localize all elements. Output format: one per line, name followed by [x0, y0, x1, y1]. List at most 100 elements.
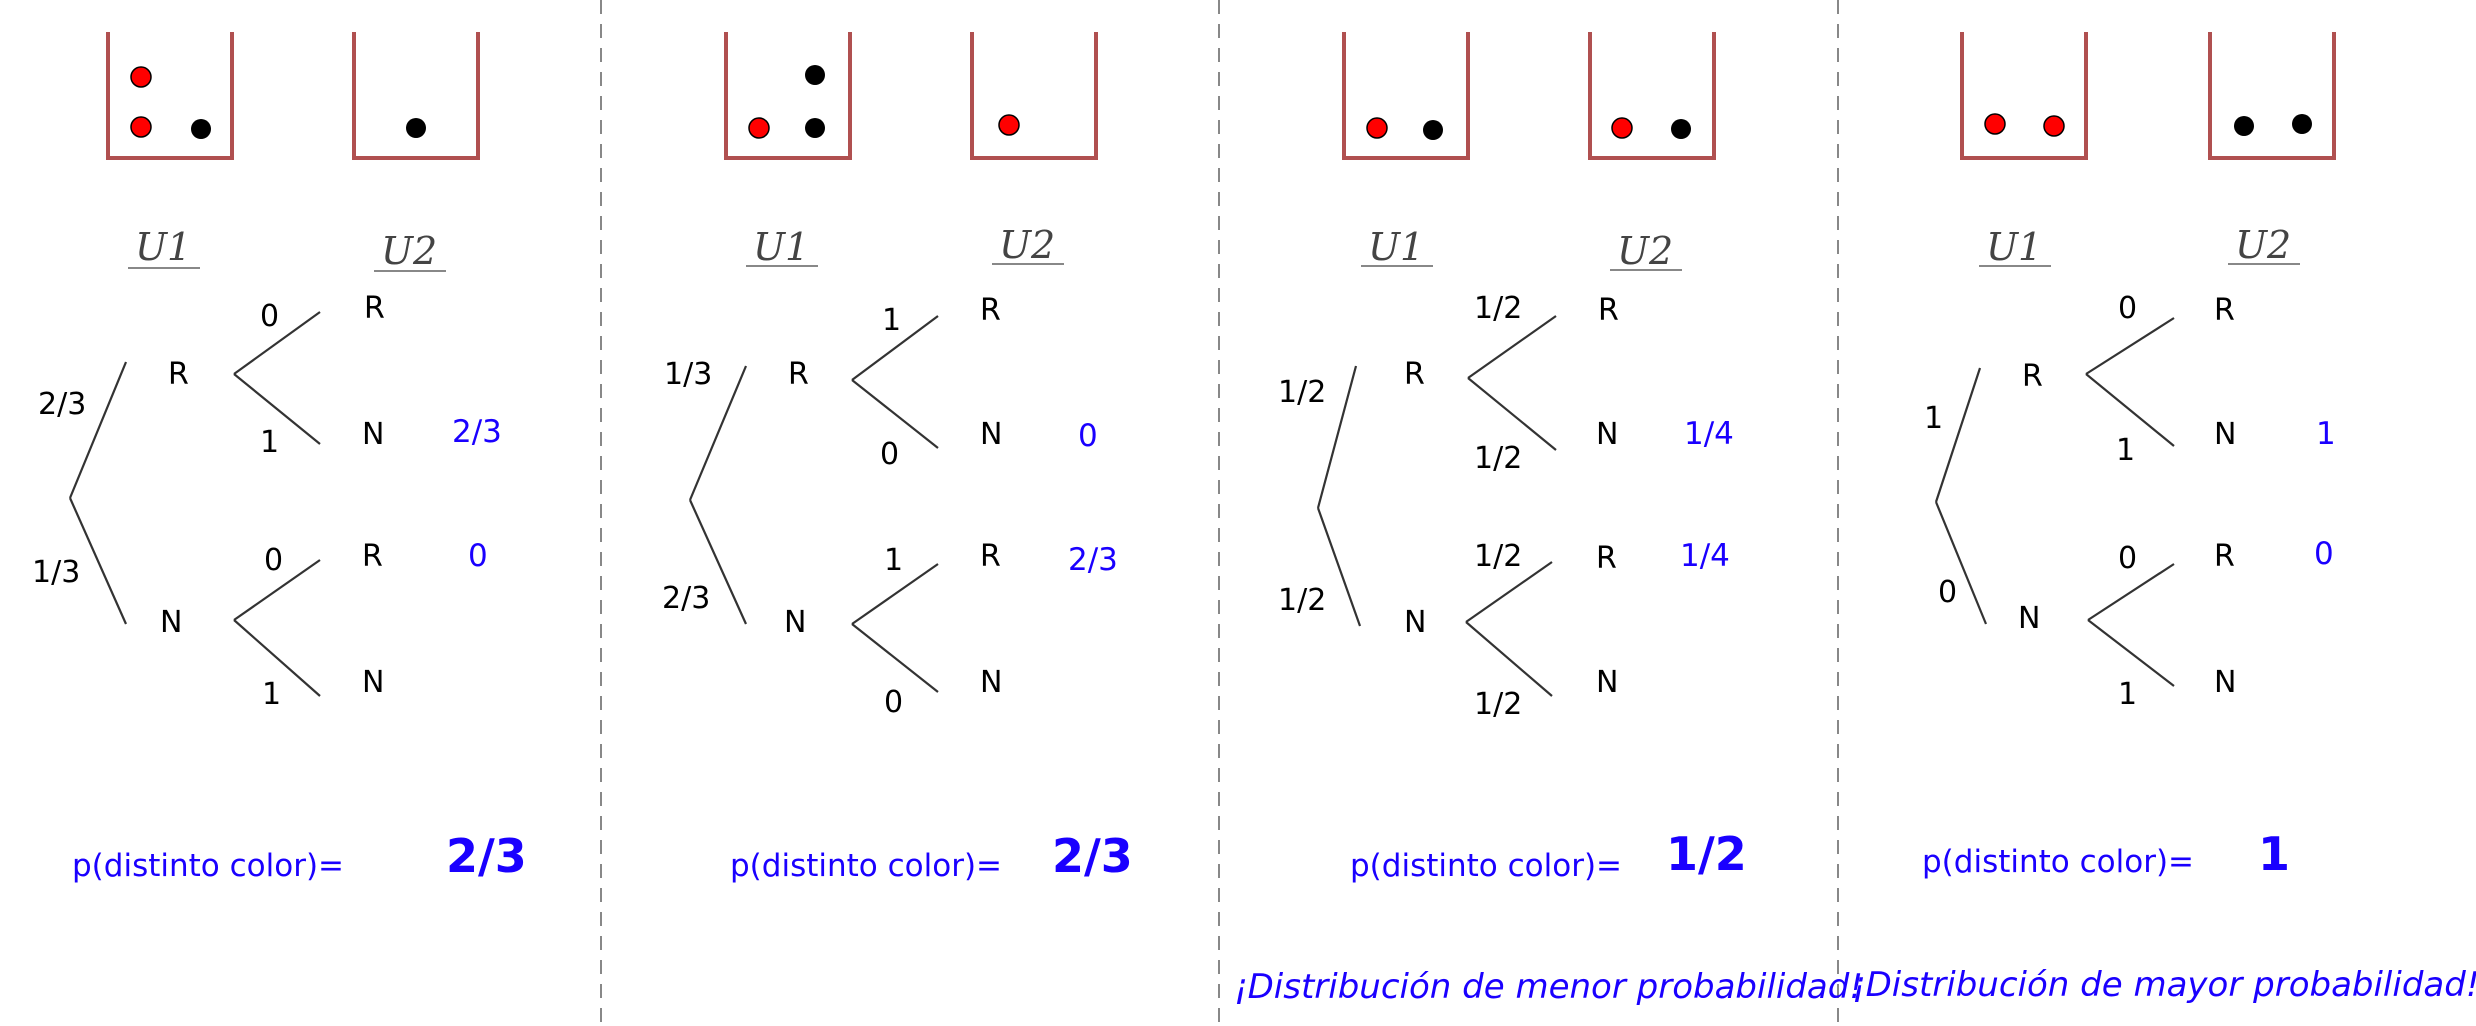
leaf-nr: R — [2214, 539, 2235, 574]
prob-label: p(distinto color)= — [730, 848, 1002, 884]
panel-4: U1 U2 1 0 R N 0 1 0 1 R N R N 1 0 p(dist… — [1852, 32, 2476, 1005]
first-top-prob: 2/3 — [38, 387, 86, 422]
ball-red — [1984, 113, 2006, 135]
result-rn: 2/3 — [452, 414, 502, 450]
ball-red — [748, 117, 770, 139]
branch-n-top: 1/2 — [1474, 539, 1522, 574]
node-bottom: N — [160, 605, 182, 640]
leaf-rn: N — [980, 417, 1002, 452]
ball-black — [191, 119, 211, 139]
ball-red — [2043, 115, 2065, 137]
ball-black — [805, 65, 825, 85]
leaf-rr: R — [1598, 293, 1619, 328]
node-top: R — [1404, 357, 1425, 392]
urn-outline — [106, 32, 234, 160]
branch-r-bottom: 1 — [2116, 433, 2135, 468]
urn1-label: U1 — [753, 225, 809, 269]
prob-value: 2/3 — [446, 829, 527, 883]
result-rn: 1 — [2316, 416, 2336, 452]
node-bottom: N — [1404, 605, 1426, 640]
tree-branches — [1934, 317, 2175, 687]
leaf-rr: R — [2214, 293, 2235, 328]
node-top: R — [168, 357, 189, 392]
branch-n-bottom: 0 — [884, 685, 903, 720]
urn-1 — [1960, 32, 2088, 160]
result-nr: 2/3 — [1068, 542, 1118, 578]
branch-r-bottom: 0 — [880, 437, 899, 472]
first-bottom-prob: 2/3 — [662, 581, 710, 616]
result-rn: 0 — [1078, 418, 1098, 454]
node-bottom: N — [2018, 601, 2040, 636]
urn-outline — [724, 32, 852, 160]
branch-n-top: 1 — [884, 543, 903, 578]
urn-2 — [1588, 32, 1716, 160]
node-top: R — [2022, 359, 2043, 394]
urn-1 — [1342, 32, 1470, 160]
leaf-nn: N — [1596, 665, 1618, 700]
ball-red — [1366, 117, 1388, 139]
urn-outline — [970, 32, 1098, 160]
ball-black — [1671, 119, 1691, 139]
prob-value: 1 — [2258, 827, 2290, 881]
ball-black — [805, 118, 825, 138]
result-rn: 1/4 — [1684, 416, 1734, 452]
branch-r-top: 0 — [2118, 291, 2137, 326]
first-top-prob: 1/3 — [664, 357, 712, 392]
prob-value: 1/2 — [1666, 827, 1747, 881]
leaf-rn: N — [362, 417, 384, 452]
branch-n-top: 0 — [264, 543, 283, 578]
conclusion-note: ¡Distribución de menor probabilidad! — [1234, 967, 1863, 1007]
panel-1: U1 U2 2/3 1/3 R N 0 1 0 1 R N R N 2/3 0 … — [32, 32, 527, 884]
first-top-prob: 1/2 — [1278, 375, 1326, 410]
tree-branches — [68, 311, 321, 697]
prob-label: p(distinto color)= — [1350, 848, 1622, 884]
leaf-nr: R — [1596, 541, 1617, 576]
panel-dividers — [600, 0, 1839, 1026]
urn2-label: U2 — [2235, 223, 2291, 267]
ball-red — [1611, 117, 1633, 139]
leaf-rr: R — [364, 291, 385, 326]
branch-r-top: 0 — [260, 299, 279, 334]
urn-outline — [2208, 32, 2336, 160]
first-bottom-prob: 0 — [1938, 575, 1957, 610]
ball-red — [130, 66, 152, 88]
leaf-nn: N — [2214, 665, 2236, 700]
leaf-rn: N — [2214, 417, 2236, 452]
branch-r-top: 1/2 — [1474, 291, 1522, 326]
ball-red — [130, 116, 152, 138]
urn2-label: U2 — [999, 223, 1055, 267]
panel-2: U1 U2 1/3 2/3 R N 1 0 1 0 R N R N 0 2/3 … — [662, 32, 1133, 884]
result-nr: 0 — [2314, 536, 2334, 572]
prob-label: p(distinto color)= — [72, 848, 344, 884]
leaf-rn: N — [1596, 417, 1618, 452]
leaf-nr: R — [362, 539, 383, 574]
panel-3: U1 U2 1/2 1/2 R N 1/2 1/2 1/2 1/2 R N R … — [1234, 32, 1863, 1007]
urn1-label: U1 — [1368, 225, 1424, 269]
urn-outline — [1960, 32, 2088, 160]
branch-n-top: 0 — [2118, 541, 2137, 576]
tree-branches — [1316, 315, 1557, 697]
urn-2 — [352, 32, 480, 160]
branch-r-bottom: 1/2 — [1474, 441, 1522, 476]
urn-2 — [2208, 32, 2336, 160]
result-nr: 0 — [468, 538, 488, 574]
conclusion-note: ¡Distribución de mayor probabilidad! — [1852, 965, 2476, 1005]
node-bottom: N — [784, 605, 806, 640]
first-bottom-prob: 1/2 — [1278, 583, 1326, 618]
branch-r-top: 1 — [882, 303, 901, 338]
branch-r-bottom: 1 — [260, 425, 279, 460]
branch-n-bottom: 1/2 — [1474, 687, 1522, 722]
branch-n-bottom: 1 — [2118, 677, 2137, 712]
urn2-label: U2 — [1617, 229, 1673, 273]
urn-outline — [1588, 32, 1716, 160]
ball-black — [2292, 114, 2312, 134]
ball-red — [998, 114, 1020, 136]
ball-black — [2234, 116, 2254, 136]
leaf-nn: N — [362, 665, 384, 700]
urn-outline — [1342, 32, 1470, 160]
result-nr: 1/4 — [1680, 538, 1730, 574]
node-top: R — [788, 357, 809, 392]
branch-n-bottom: 1 — [262, 677, 281, 712]
urn-1 — [106, 32, 234, 160]
